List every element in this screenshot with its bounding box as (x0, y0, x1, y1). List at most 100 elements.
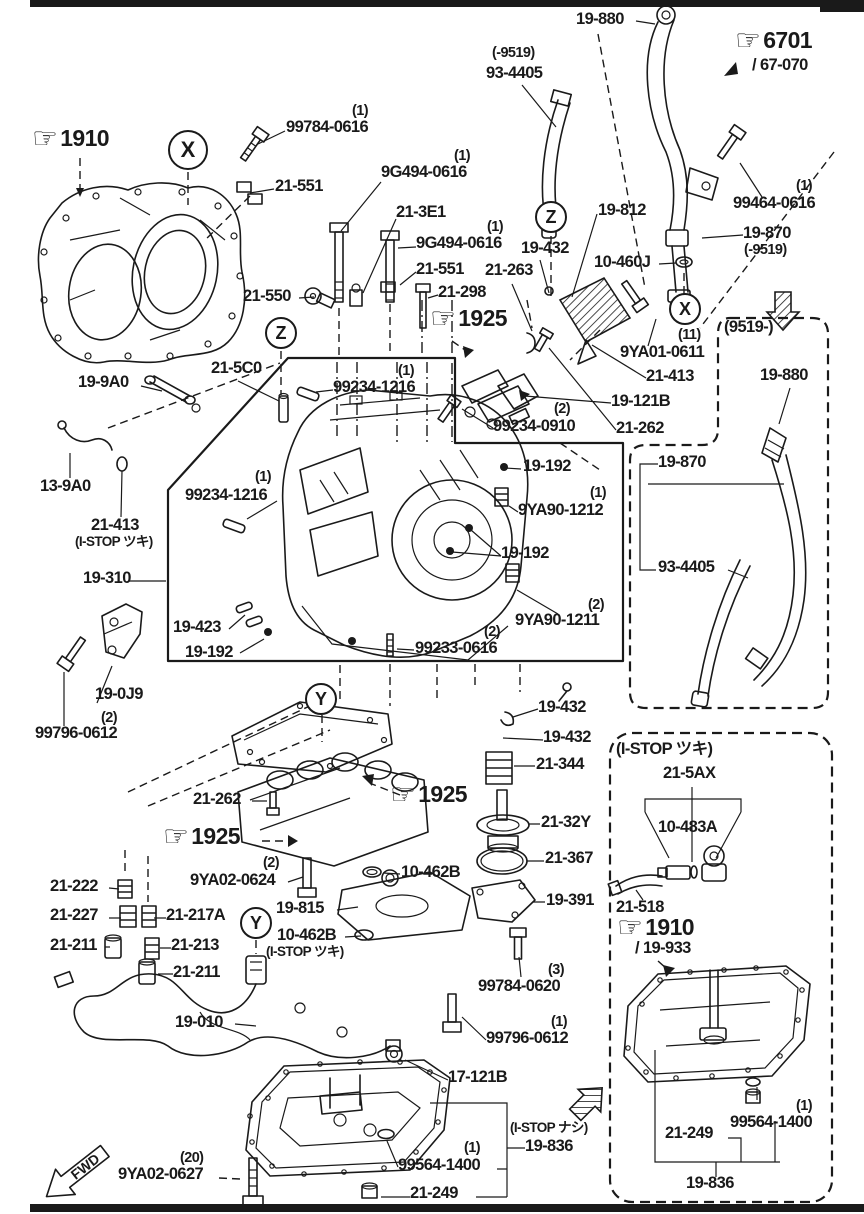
leader-lines (63, 20, 791, 1198)
label-text: 21-262 (193, 790, 241, 808)
accumulator-drawing (471, 751, 536, 923)
part-label-1-89: (1) (464, 1141, 481, 1156)
part-label-19432-18: 19-432 (521, 240, 569, 257)
part-label-21551-8: 21-551 (275, 178, 323, 195)
label-text: (3) (548, 962, 565, 978)
label-text: 21-227 (50, 906, 98, 924)
label-text: 1925 (458, 305, 507, 331)
label-text: 21-3E1 (396, 203, 446, 221)
label-text: 19-870 (658, 453, 706, 471)
oil-pan-istop-drawing (623, 965, 811, 1104)
label-text: 9YA02-0624 (190, 871, 276, 889)
dipstick-9519-drawing (690, 427, 807, 708)
label-text: 9G494-0616 (416, 234, 502, 252)
label-text: 21-550 (243, 287, 291, 305)
part-label-istop-43: (I-STOP ツキ) (75, 534, 153, 549)
transaxle-iso-drawing (281, 389, 529, 661)
label-text: 19-815 (276, 899, 324, 917)
label-text: 21-5AX (663, 764, 716, 782)
part-label-190j9-57: 19-0J9 (95, 686, 143, 703)
part-label-17121b-85: 17-121B (448, 1069, 508, 1086)
label-text: 9YA90-1212 (518, 501, 604, 519)
label-text: 99784-0616 (286, 118, 369, 136)
part-label-997840616-6: 99784-0616 (286, 118, 369, 136)
label-text: (I-STOP ツキ) (75, 534, 153, 549)
label-text: 21-222 (50, 877, 98, 895)
part-label-1-9: (1) (454, 148, 471, 164)
label-text: 1925 (191, 823, 240, 849)
part-label-19121b-28: 19-121B (611, 392, 671, 410)
label-text: 99564-1400 (730, 1113, 813, 1131)
label-text: 9G494-0616 (381, 163, 467, 181)
part-label-19192-54: 19-192 (185, 644, 233, 661)
part-label-1-45: (1) (255, 470, 272, 485)
part-label-21550-16: 21-550 (243, 287, 291, 305)
dashed-box-istop (608, 731, 834, 1204)
springs-drawing (104, 487, 520, 985)
label-text: 19-870 (743, 224, 791, 242)
page-frame (30, 0, 864, 1212)
part-label-992341216-39: 99234-1216 (333, 379, 416, 396)
part-label-2-30: (2) (554, 402, 571, 417)
pointing-hand-icon: ☞ (390, 779, 416, 811)
label-text: 10-462B (401, 863, 461, 881)
part-label-9519-33: (9519-) (724, 319, 774, 336)
part-label-21413-27: 21-413 (646, 368, 694, 385)
label-text: 21-413 (91, 516, 139, 534)
part-label-995641400-102: 99564-1400 (730, 1113, 813, 1131)
part-label-934405-36: 93-4405 (658, 559, 715, 576)
part-label-997960612-59: 99796-0612 (35, 725, 118, 742)
part-label-1910-7: ☞1910 (32, 125, 110, 154)
part-label-1925-63: ☞1925 (390, 779, 468, 811)
part-label-19815-72: 19-815 (276, 899, 324, 917)
ref-circle-letter: X (678, 298, 691, 319)
ref-circle-letter: Z (545, 206, 557, 227)
part-label-10483a-96: 10-483A (658, 819, 718, 836)
label-text: 21-518 (616, 898, 664, 916)
label-text: 21-263 (485, 261, 533, 279)
label-text: 19-880 (576, 10, 624, 28)
part-label-21263-17: 21-263 (485, 261, 533, 279)
label-text: (2) (484, 624, 501, 640)
label-text: (1) (454, 148, 471, 164)
part-label-1-101: (1) (796, 1099, 813, 1114)
label-text: 10-460J (594, 253, 651, 271)
label-text: 9YA90-1211 (515, 611, 600, 629)
part-label-1-48: (1) (590, 486, 607, 501)
part-label-1910-98: ☞1910 (617, 914, 695, 943)
label-text: (I-STOP ナシ) (510, 1120, 588, 1135)
label-text: 10-462B (277, 926, 337, 944)
label-text: 19-310 (83, 569, 131, 587)
ref-circle-z-1: Z (535, 201, 567, 233)
arrowheads (76, 62, 738, 977)
label-text: 19-391 (546, 891, 594, 909)
part-label-21249-100: 21-249 (665, 1125, 713, 1142)
label-text: 19-9A0 (78, 373, 129, 391)
part-label-21344-62: 21-344 (536, 756, 584, 773)
part-label-21213-77: 21-213 (171, 936, 219, 954)
ref-circle-letter: X (180, 137, 196, 162)
label-text: 1925 (418, 781, 467, 807)
part-label-21367-66: 21-367 (545, 850, 593, 867)
part-label-2-58: (2) (101, 711, 118, 726)
assembly-box-19-310 (166, 356, 625, 663)
part-label-9519-24: (-9519) (744, 243, 787, 258)
part-label-21298-15: 21-298 (438, 284, 486, 301)
label-text: 93-4405 (486, 64, 543, 82)
part-label-19010-86: 19-010 (175, 1014, 223, 1031)
part-label-9g4940616-10: 9G494-0616 (381, 163, 467, 181)
part-label-1-83: (1) (551, 1015, 568, 1030)
part-label-997960612-84: 99796-0612 (486, 1030, 569, 1047)
label-text: 21-213 (171, 936, 219, 954)
label-text: 19-836 (525, 1137, 573, 1155)
label-text: 19-192 (523, 457, 571, 475)
label-text: 19-121B (611, 392, 671, 410)
part-label-199a0-40: 19-9A0 (78, 373, 129, 391)
part-label-19310-44: 19-310 (83, 569, 131, 587)
part-label-997840620-82: 99784-0620 (478, 978, 561, 995)
label-text: 21-5C0 (211, 359, 262, 377)
label-text: 21-32Y (541, 813, 591, 831)
label-text: (-9519) (492, 45, 535, 61)
dashed-lines (79, 33, 835, 1180)
pointing-hand-icon: ☞ (430, 303, 456, 335)
